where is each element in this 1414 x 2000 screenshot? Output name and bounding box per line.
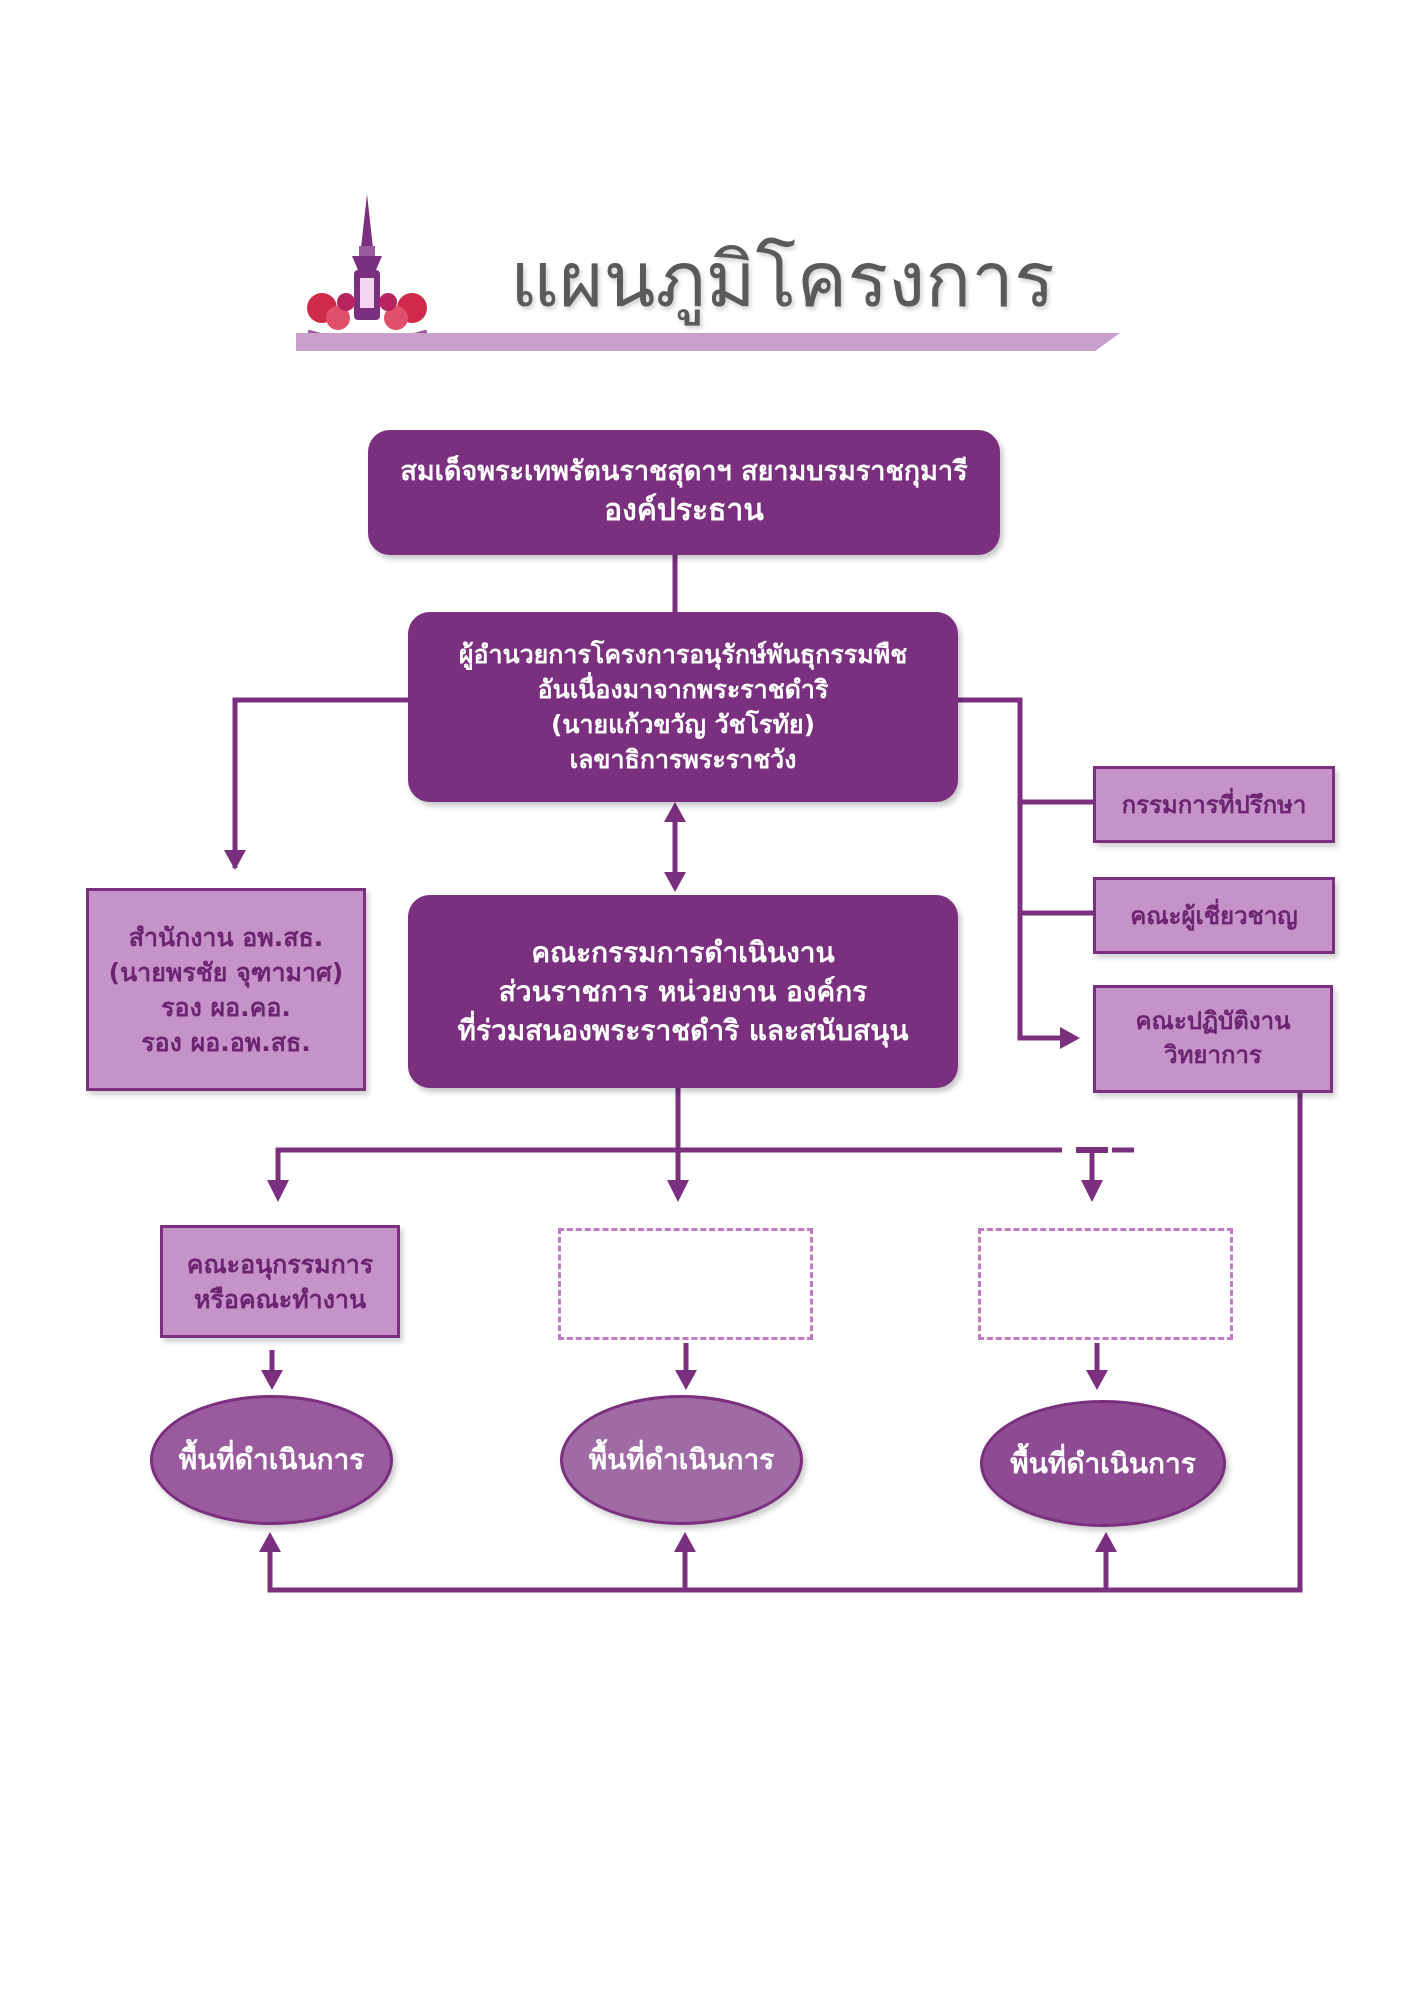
operation-area-label: พื้นที่ดำเนินการ [1010, 1446, 1196, 1480]
academic-label-1: คณะปฏิบัติงาน [1135, 1007, 1291, 1036]
director-title: ผู้อำนวยการโครงการอนุรักษ์พันธุกรรมพืช [458, 640, 908, 669]
subcommittee-label-1: คณะอนุกรรมการ [186, 1249, 374, 1279]
committee-members: ส่วนราชการ หน่วยงาน องค์กร [498, 974, 868, 1008]
placeholder-box-middle [558, 1228, 813, 1340]
advisors-box: กรรมการที่ปรึกษา [1093, 766, 1335, 843]
office-box: สำนักงาน อพ.สธ. (นายพรชัย จุฑามาศ) รอง ผ… [86, 888, 366, 1091]
director-title-2: อันเนื่องมาจากพระราชดำริ [537, 675, 829, 704]
page-title: แผนภูมิโครงการ [510, 235, 1055, 324]
operation-area-right: พื้นที่ดำเนินการ [980, 1400, 1226, 1527]
office-name: สำนักงาน อพ.สธ. [128, 922, 324, 952]
director-box: ผู้อำนวยการโครงการอนุรักษ์พันธุกรรมพืช อ… [408, 612, 958, 802]
chair-name: สมเด็จพระเทพรัตนราชสุดาฯ สยามบรมราชกุมาร… [400, 455, 968, 487]
committee-title: คณะกรรมการดำเนินงาน [531, 935, 835, 969]
operation-area-label: พื้นที่ดำเนินการ [588, 1443, 775, 1476]
experts-label: คณะผู้เชี่ยวชาญ [1130, 902, 1298, 930]
academic-label-2: วิทยาการ [1164, 1041, 1262, 1069]
subcommittee-label-2: หรือคณะทำงาน [193, 1284, 367, 1314]
director-position: เลขาธิการพระราชวัง [569, 745, 797, 774]
chair-box: สมเด็จพระเทพรัตนราชสุดาฯ สยามบรมราชกุมาร… [368, 430, 1000, 555]
committee-support: ที่ร่วมสนองพระราชดำริ และสนับสนุน [457, 1014, 909, 1048]
director-name: (นายแก้วขวัญ วัชโรทัย) [550, 710, 816, 739]
academic-box: คณะปฏิบัติงาน วิทยาการ [1093, 985, 1333, 1093]
operation-area-middle: พื้นที่ดำเนินการ [560, 1395, 803, 1525]
operation-area-label: พื้นที่ดำเนินการ [178, 1443, 365, 1476]
subcommittee-box: คณะอนุกรรมการ หรือคณะทำงาน [160, 1225, 400, 1338]
office-head: (นายพรชัย จุฑามาศ) [108, 957, 344, 987]
committee-box: คณะกรรมการดำเนินงาน ส่วนราชการ หน่วยงาน … [408, 895, 958, 1088]
title-underline [296, 333, 1120, 351]
placeholder-box-right [978, 1228, 1233, 1340]
experts-box: คณะผู้เชี่ยวชาญ [1093, 877, 1335, 954]
operation-area-left: พื้นที่ดำเนินการ [150, 1395, 393, 1525]
office-role-2: รอง ผอ.อพ.สธ. [141, 1027, 311, 1057]
advisors-label: กรรมการที่ปรึกษา [1121, 791, 1307, 819]
chair-role: องค์ประธาน [604, 493, 764, 529]
office-role-1: รอง ผอ.คอ. [161, 992, 291, 1022]
